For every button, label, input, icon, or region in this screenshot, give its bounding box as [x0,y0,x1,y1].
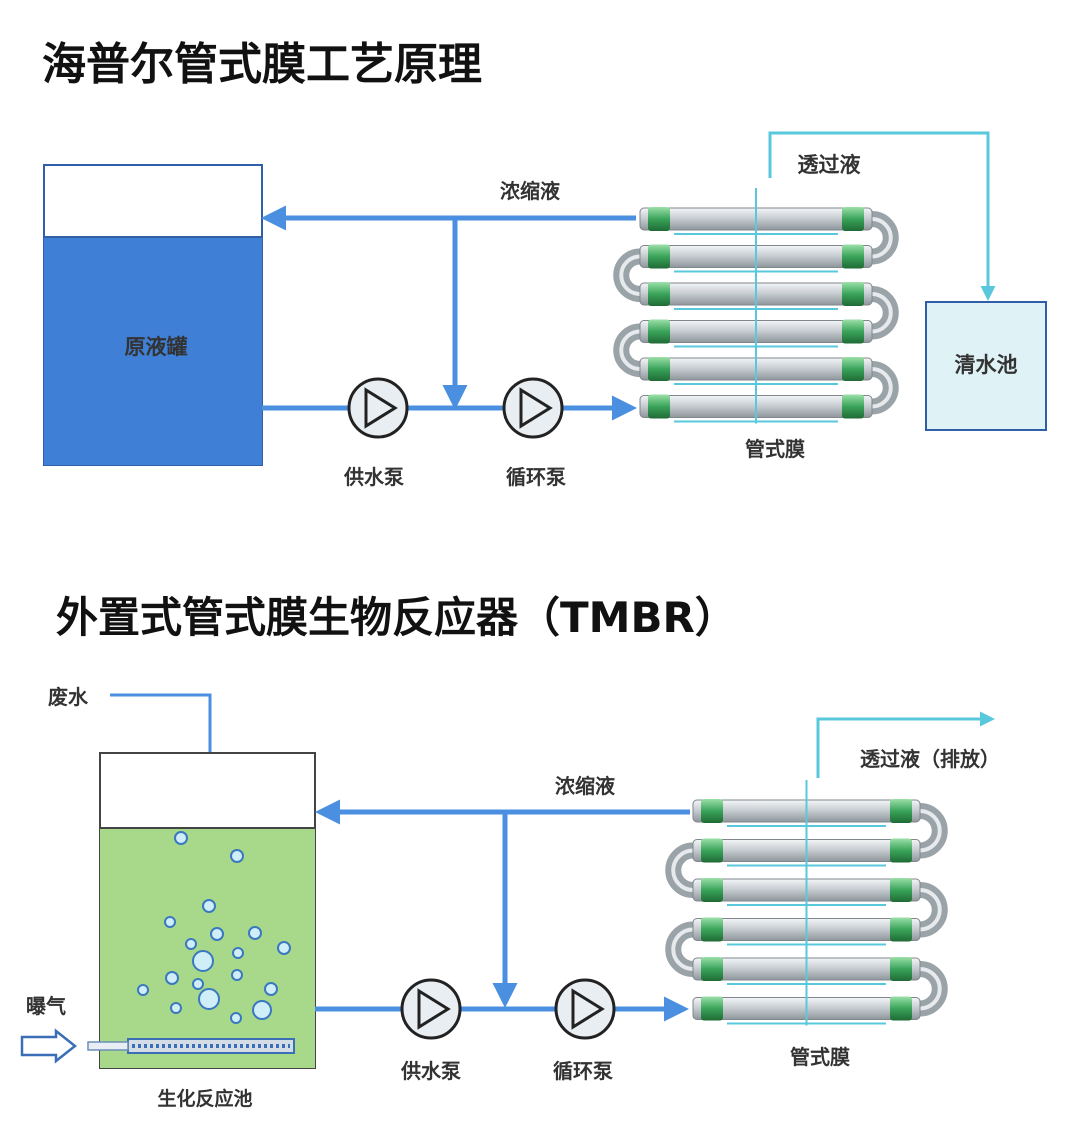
tubular-membrane [665,780,948,1026]
tube-end-cap [890,917,912,942]
bubble-icon [174,831,188,845]
tube-end-cap [842,319,864,344]
aeration-arrow-icon [20,1028,78,1064]
bubble-icon [192,978,204,990]
process-title: 海普尔管式膜工艺原理 [42,39,482,90]
bubble-icon [198,988,220,1010]
tube-end-cap [890,878,912,902]
permeate-line [768,131,996,301]
bubble-icon [170,1002,182,1014]
bubbles [137,831,291,1024]
tube-end-cap [701,917,723,942]
membrane-label: 管式膜 [745,437,805,461]
bubble-icon [202,899,216,913]
tube-end-cap [842,244,864,269]
tubular-membrane [613,188,899,424]
raw-tank-liquid [44,237,262,465]
diagram-2: 废水 生化反应池 曝气 浓缩液 供水泵 循环泵 [20,685,1000,1110]
tube-end-cap [890,799,912,823]
tmbr-title: 外置式管式膜生物反应器（TMBR） [56,593,737,642]
diagram-1: 原液罐 浓缩液 供水泵 循环泵 透过液 清水池 管式膜 [43,131,1047,489]
tube-end-cap [648,394,670,419]
raw-tank-label: 原液罐 [125,335,188,359]
tube-end-cap [890,838,912,863]
tube-end-cap [701,996,723,1021]
bubble-icon [252,1000,272,1020]
tube-end-cap [890,957,912,981]
tube-end-cap [701,799,723,823]
bubble-icon [210,927,224,941]
bubble-icon [230,849,244,863]
pump-icon [347,377,409,439]
tube-end-cap [842,394,864,419]
bubble-icon [264,982,278,996]
permeate-line [816,711,995,778]
tube-end-cap [842,282,864,306]
bubble-icon [232,947,244,959]
tube-end-cap [648,282,670,306]
tube-end-cap [890,996,912,1021]
permeate-label: 透过液（排放） [860,747,1000,771]
pump-icon [502,377,564,439]
bubble-icon [230,1012,242,1024]
bubble-icon [192,950,214,972]
feed-pump-label: 供水泵 [400,1059,461,1083]
tube-end-cap [842,357,864,381]
permeate-label: 透过液 [798,153,861,177]
tube-end-cap [648,319,670,344]
aeration-label: 曝气 [26,994,66,1018]
pump-icon [554,978,616,1040]
tube-end-cap [701,878,723,902]
clean-tank-label: 清水池 [955,353,1018,377]
reactor-label: 生化反应池 [157,1087,252,1110]
tube-end-cap [701,957,723,981]
concentrate-label: 浓缩液 [555,774,616,798]
bubble-icon [164,916,176,928]
feed-pump-label: 供水泵 [343,465,404,489]
tube-end-cap [701,838,723,863]
bubble-icon [277,941,291,955]
tube-end-cap [648,244,670,269]
clean-water-tank [925,301,1047,431]
bubble-icon [248,926,262,940]
bubble-icon [231,969,243,981]
bubble-icon [165,971,179,985]
tube-end-cap [648,357,670,381]
concentrate-label: 浓缩液 [500,179,561,203]
membrane-label: 管式膜 [790,1045,850,1069]
circ-pump-label: 循环泵 [506,465,566,489]
pump-icon [400,978,462,1040]
wastewater-label: 废水 [48,685,89,709]
bubble-icon [137,984,149,996]
circ-pump-label: 循环泵 [553,1059,613,1083]
bubble-icon [185,938,197,950]
tube-end-cap [842,207,864,231]
tube-end-cap [648,207,670,231]
